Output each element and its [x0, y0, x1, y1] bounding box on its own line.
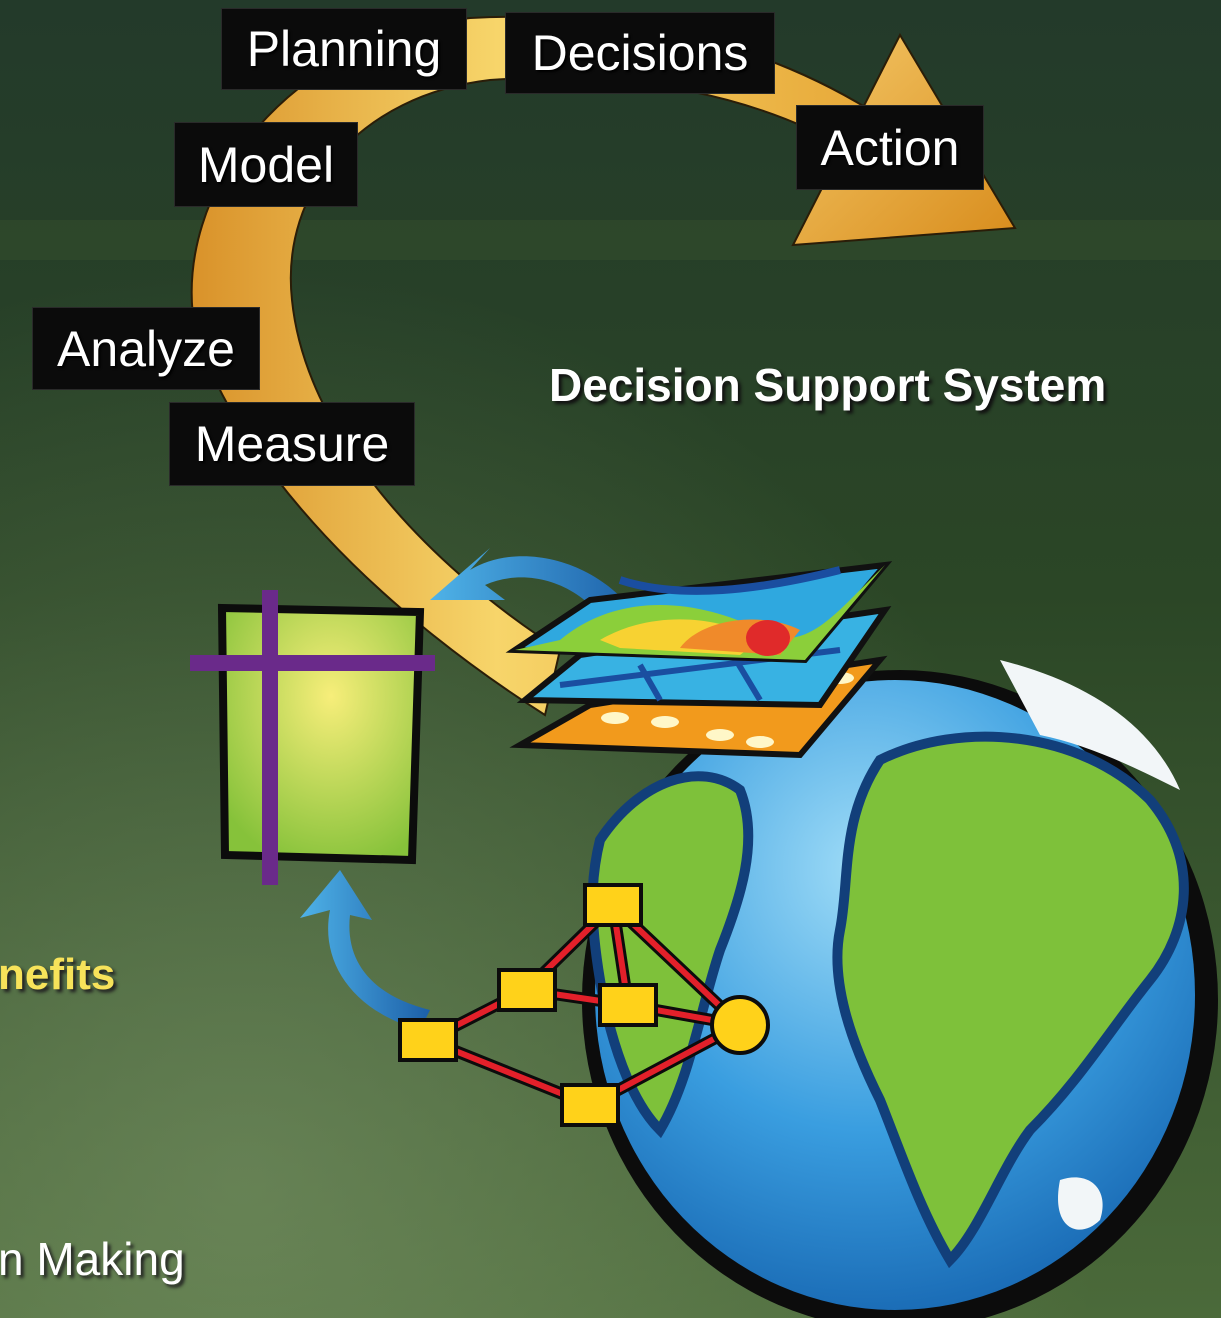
step-action-label: Action — [796, 105, 984, 190]
diagram-title: Decision Support System — [549, 359, 1107, 411]
globe-icon — [582, 660, 1218, 1318]
decision-making-partial-text: n Making — [0, 1233, 185, 1285]
step-analyze-text: Analyze — [57, 320, 235, 377]
arrow-network-to-document-icon — [300, 870, 430, 1030]
step-measure-text: Measure — [194, 416, 390, 472]
step-planning-text: Planning — [246, 21, 442, 77]
network-diagram-icon — [398, 883, 770, 1127]
step-measure-label: Measure — [169, 402, 415, 486]
map-layers-icon — [505, 561, 893, 759]
step-decisions-text: Decisions — [531, 25, 749, 81]
step-planning-label: Planning — [221, 8, 467, 90]
document-icon — [190, 590, 435, 885]
step-action-text: Action — [820, 119, 960, 176]
step-analyze-label: Analyze — [32, 307, 260, 390]
arrow-to-document-icon — [430, 548, 640, 640]
step-model-text: Model — [197, 136, 335, 193]
step-model-label: Model — [174, 122, 358, 207]
step-decisions-label: Decisions — [505, 12, 775, 94]
benefits-partial-text: nefits — [0, 950, 116, 999]
